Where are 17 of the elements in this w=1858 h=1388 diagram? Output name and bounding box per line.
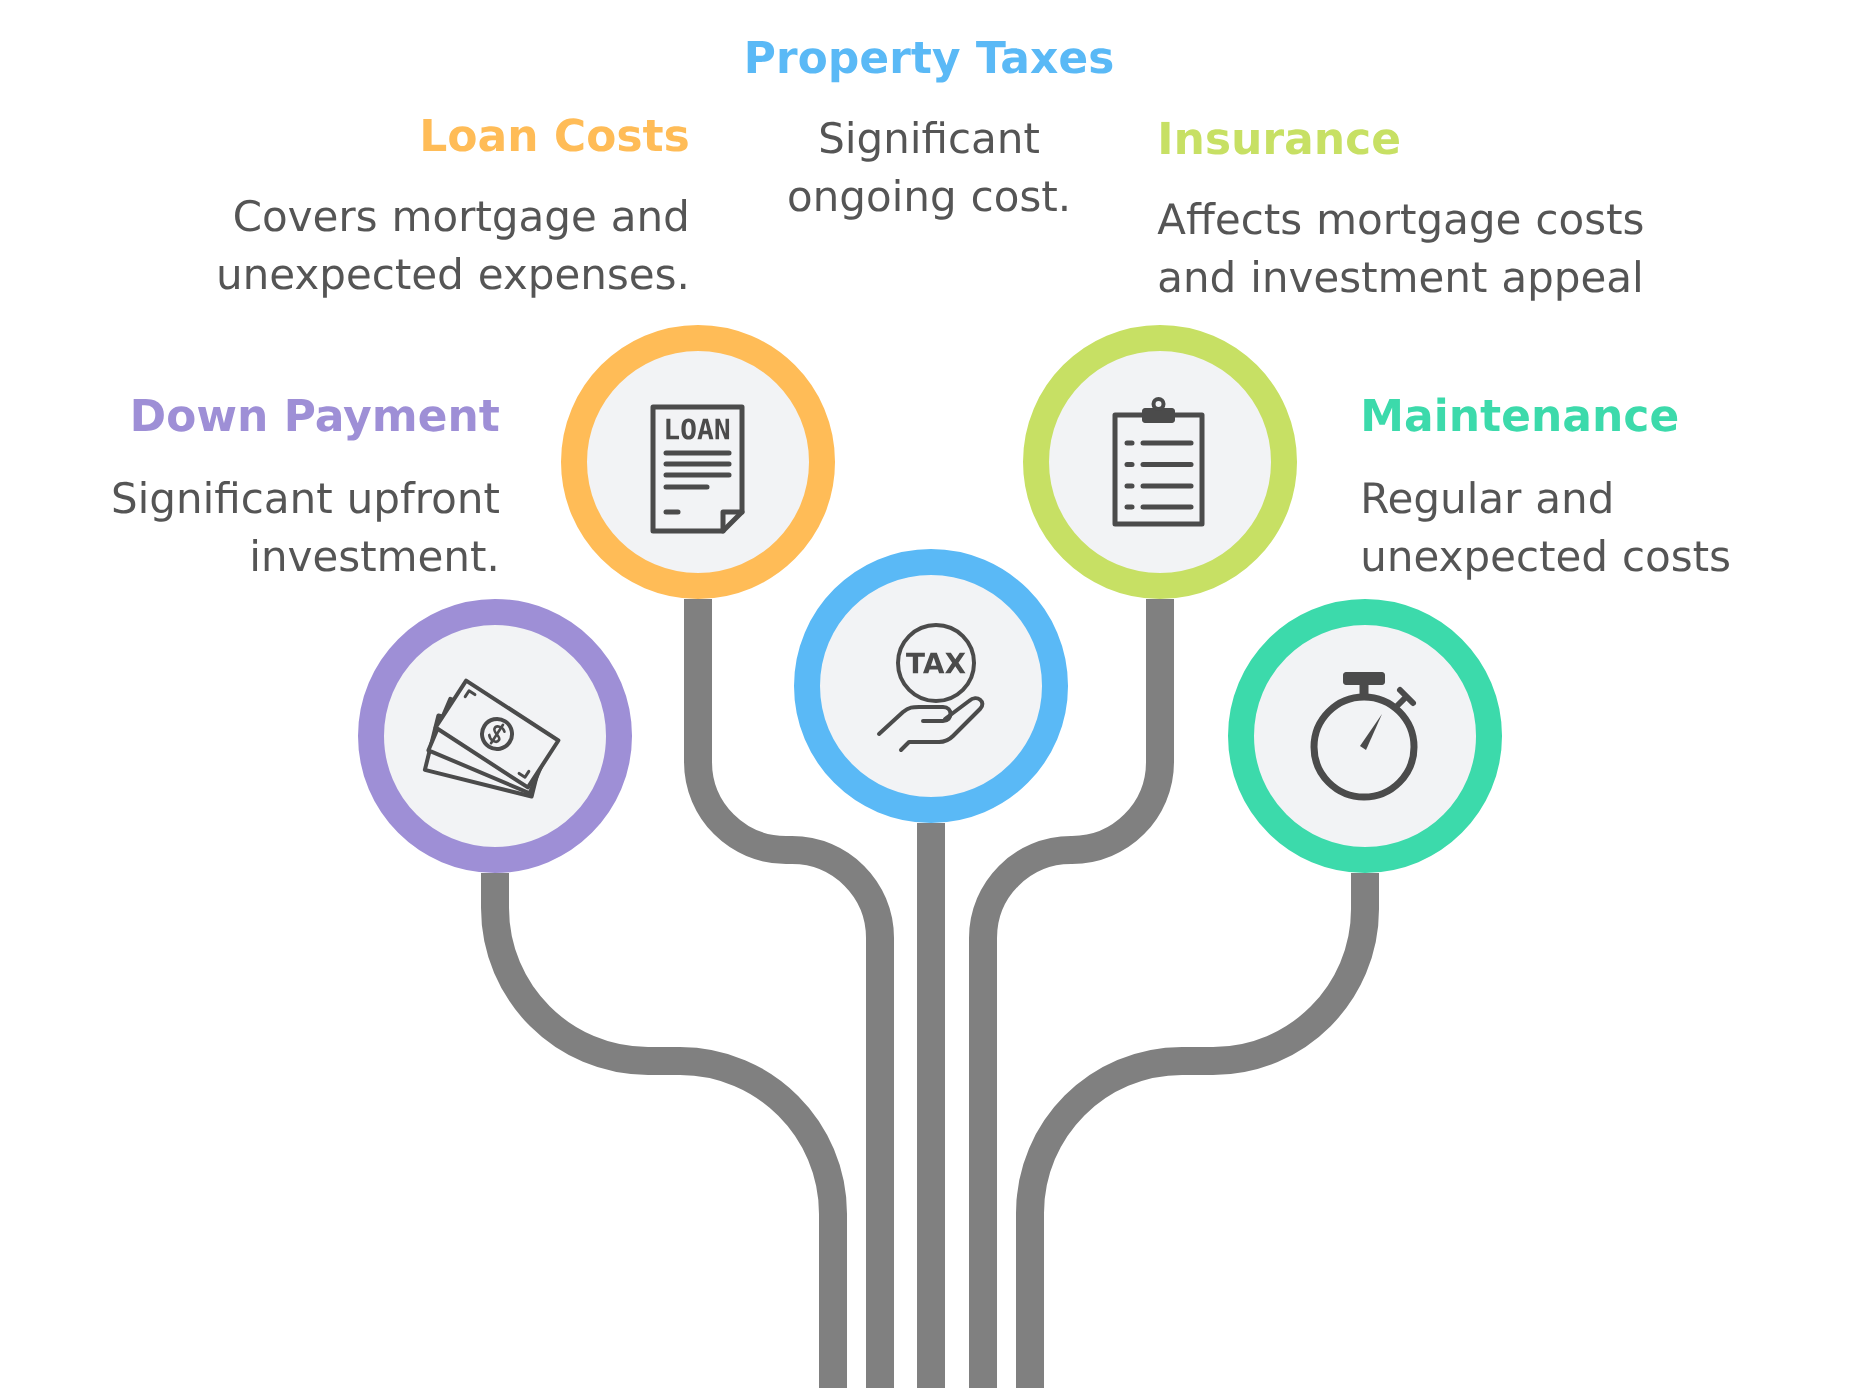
- description: Significant upfront investment.: [113, 481, 499, 572]
- description: Regular and unexpected costs: [1363, 481, 1729, 580]
- heading: Loan Costs: [423, 118, 688, 152]
- heading: Property Taxes: [747, 40, 1113, 83]
- heading: Insurance: [1161, 121, 1399, 155]
- icon-lettering: LOAN: [666, 418, 730, 440]
- icon-lettering: TAX: [906, 652, 966, 674]
- description: Affects mortgage costs and investment appeal: [1157, 202, 1643, 301]
- connector-line: [969, 599, 1174, 1388]
- heading: Down Payment: [133, 398, 499, 441]
- description: Covers mortgage and unexpected expenses.: [219, 199, 686, 298]
- connector-line: [1016, 873, 1379, 1388]
- connector-line: [684, 599, 894, 1388]
- connector-line: [917, 823, 945, 1388]
- heading: Maintenance: [1364, 397, 1678, 432]
- connector-line: [481, 873, 847, 1388]
- description: Significant ongoing cost.: [789, 121, 1067, 220]
